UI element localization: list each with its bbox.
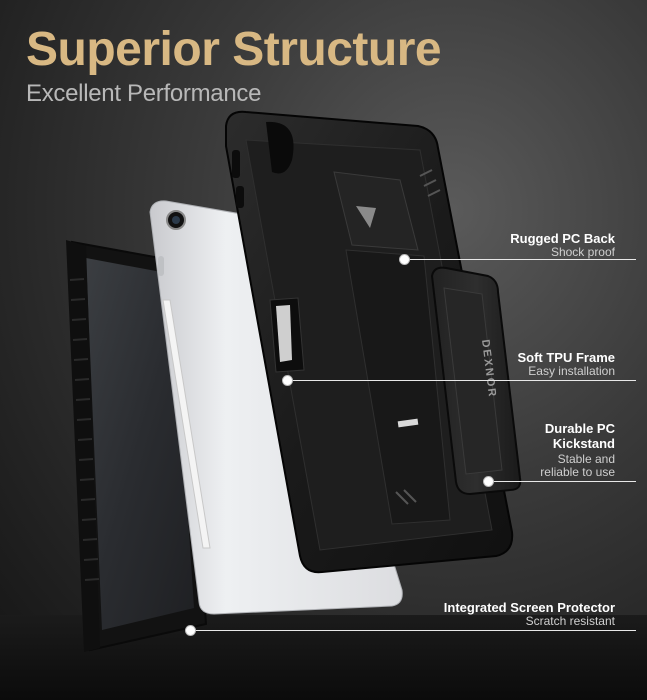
marker-dot-kickstand xyxy=(483,476,494,487)
page-subtitle: Excellent Performance xyxy=(26,80,262,107)
callout-title: Integrated Screen Protector xyxy=(443,600,615,615)
callout-screen-protector: Integrated Screen Protector Scratch resi… xyxy=(444,600,615,628)
marker-dot-rugged-back xyxy=(399,254,410,265)
callout-subtitle: Scratch resistant xyxy=(525,614,615,628)
callout-tpu-frame: Soft TPU Frame Easy installation xyxy=(517,350,615,378)
callout-subtitle: Stable and reliable to use xyxy=(540,452,615,479)
callout-kickstand: Durable PC Kickstand Stable and reliable… xyxy=(540,421,615,479)
callout-title: Soft TPU Frame xyxy=(517,350,615,365)
marker-dot-tpu-frame xyxy=(282,375,293,386)
rugged-case-back xyxy=(225,110,514,574)
marker-dot-screen-protector xyxy=(185,625,196,636)
callout-subtitle: Shock proof xyxy=(550,245,615,259)
callout-rugged-back: Rugged PC Back Shock proof xyxy=(510,231,615,259)
leader-line-screen-protector xyxy=(190,630,636,631)
page-title: Superior Structure xyxy=(26,23,442,76)
callout-subtitle: Easy installation xyxy=(528,364,615,378)
leader-line-tpu-frame xyxy=(287,380,636,381)
leader-line-kickstand xyxy=(488,481,636,482)
callout-title: Durable PC Kickstand xyxy=(544,421,615,451)
stylus-pencil xyxy=(162,299,211,549)
leader-line-rugged-back xyxy=(404,259,636,260)
brand-logo-icon xyxy=(356,206,376,228)
callout-title: Rugged PC Back xyxy=(510,231,615,246)
